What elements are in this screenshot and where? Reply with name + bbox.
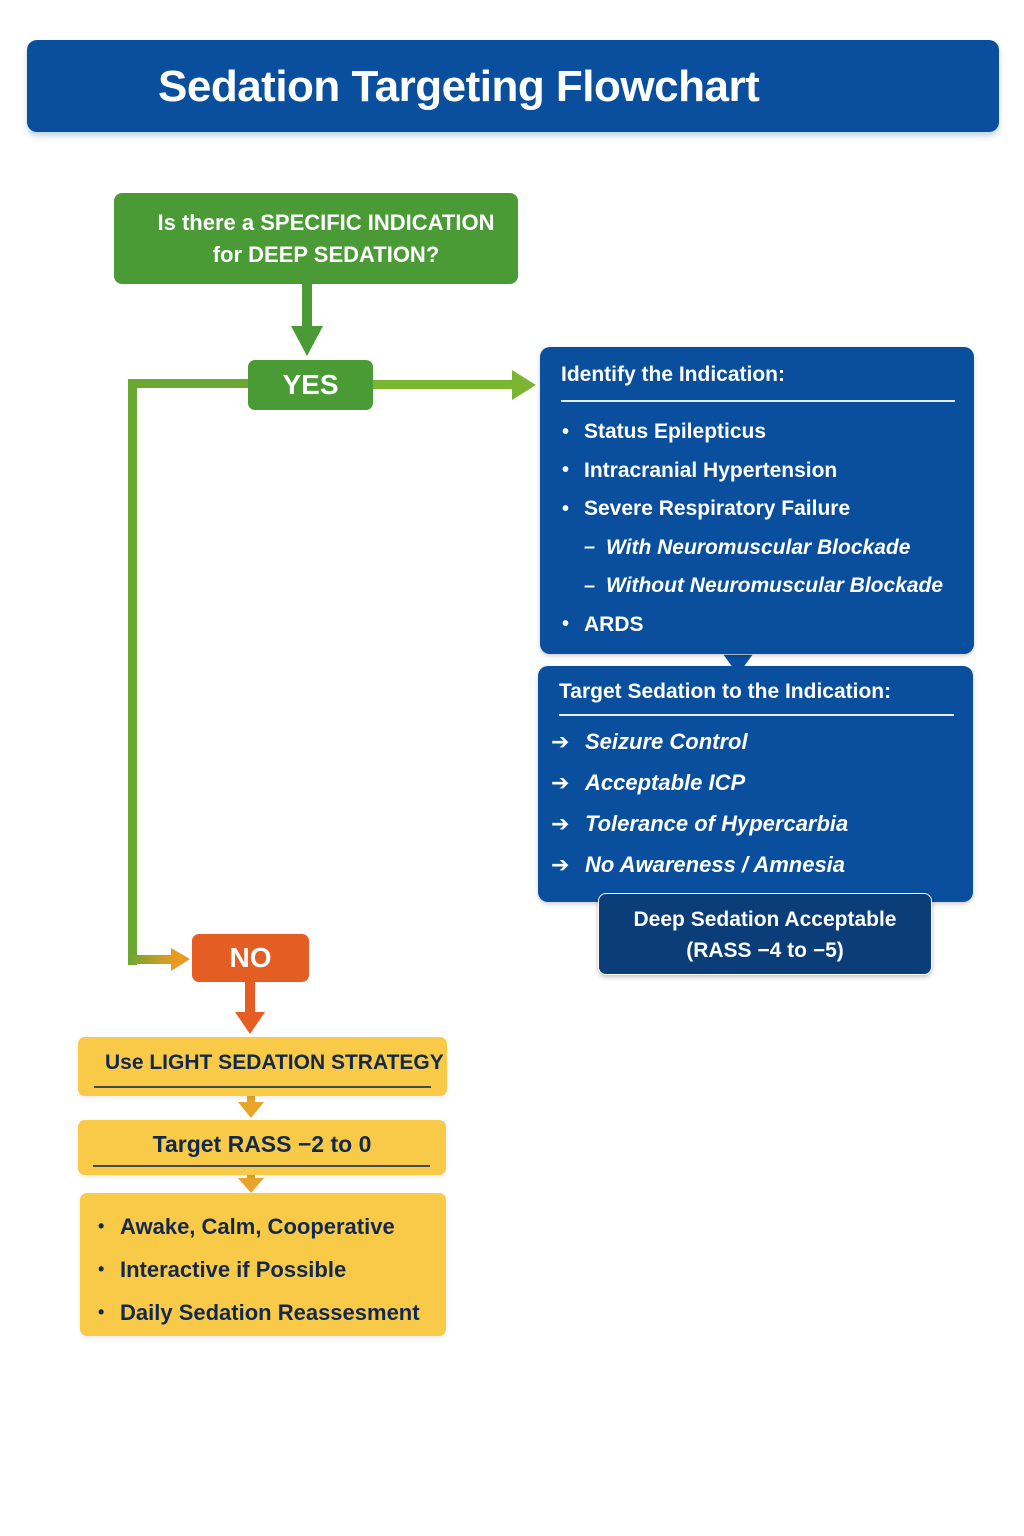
bullet-icon: • bbox=[98, 1216, 105, 1236]
arrow-rass-to-bullets bbox=[247, 1175, 255, 1181]
arrow-question-to-yes bbox=[302, 284, 312, 328]
target-sedation-box: Target Sedation to the Indication: ➔Seiz… bbox=[538, 666, 973, 902]
target-item: ➔Seizure Control bbox=[551, 728, 748, 754]
bullet-icon: • bbox=[98, 1302, 105, 1322]
arrow-right-icon: ➔ bbox=[551, 851, 570, 877]
target-list: ➔Seizure Control ➔Acceptable ICP ➔Tolera… bbox=[551, 721, 848, 885]
bullet-icon: • bbox=[562, 613, 570, 636]
deep-sedation-box: Deep Sedation Acceptable (RASS −4 to −5) bbox=[598, 893, 932, 975]
goal-item: •Interactive if Possible bbox=[98, 1256, 347, 1282]
light-goals-box: •Awake, Calm, Cooperative •Interactive i… bbox=[80, 1193, 446, 1336]
target-rass-box: Target RASS −2 to 0 bbox=[78, 1120, 446, 1175]
indication-subitem: –Without Neuromuscular Blockade bbox=[584, 574, 944, 598]
identify-divider bbox=[561, 400, 955, 402]
light-goals-list: •Awake, Calm, Cooperative •Interactive i… bbox=[98, 1205, 420, 1334]
bullet-icon: • bbox=[562, 459, 570, 482]
question-box: Is there a SPECIFIC INDICATION for DEEP … bbox=[114, 193, 518, 284]
arrow-no-to-light-head bbox=[235, 1012, 265, 1034]
light-strategy-label: Use LIGHT SEDATION STRATEGY bbox=[105, 1051, 444, 1074]
loop-bottom bbox=[128, 955, 173, 964]
arrow-right-icon: ➔ bbox=[551, 810, 570, 836]
bullet-icon: • bbox=[98, 1259, 105, 1279]
goal-item: •Awake, Calm, Cooperative bbox=[98, 1213, 395, 1239]
no-node: NO bbox=[192, 934, 309, 982]
indication-item: •Intracranial Hypertension bbox=[562, 458, 838, 482]
target-item: ➔Tolerance of Hypercarbia bbox=[551, 810, 849, 836]
deep-line-1: Deep Sedation Acceptable bbox=[633, 908, 897, 931]
arrow-rass-to-bullets-head bbox=[238, 1178, 264, 1193]
indication-item: •ARDS bbox=[562, 612, 644, 636]
target-heading: Target Sedation to the Indication: bbox=[559, 680, 892, 703]
arrow-light-to-rass bbox=[247, 1096, 255, 1104]
dash-icon: – bbox=[584, 574, 596, 597]
dash-icon: – bbox=[584, 536, 596, 559]
identify-heading: Identify the Indication: bbox=[561, 363, 785, 386]
loop-vertical bbox=[128, 379, 137, 965]
loop-top bbox=[128, 379, 249, 388]
goal-item: •Daily Sedation Reassesment bbox=[98, 1299, 420, 1325]
question-line-2: for DEEP SEDATION? bbox=[212, 242, 440, 267]
light-strategy-box: Use LIGHT SEDATION STRATEGY bbox=[78, 1037, 447, 1096]
bullet-icon: • bbox=[562, 497, 570, 520]
question-line-1: Is there a SPECIFIC INDICATION bbox=[157, 210, 495, 235]
arrow-right-icon: ➔ bbox=[551, 728, 570, 754]
arrow-yes-to-identify-head bbox=[512, 370, 536, 400]
arrow-no-to-light bbox=[245, 982, 255, 1014]
indication-subitem: –With Neuromuscular Blockade bbox=[584, 535, 911, 559]
yes-node: YES bbox=[248, 360, 373, 410]
identify-indication-box: Identify the Indication: •Status Epilept… bbox=[540, 347, 974, 654]
arrow-question-to-yes-head bbox=[291, 326, 323, 356]
target-rass-label: Target RASS −2 to 0 bbox=[152, 1131, 372, 1157]
indication-list: •Status Epilepticus •Intracranial Hypert… bbox=[562, 413, 943, 644]
indication-item: •Severe Respiratory Failure bbox=[562, 497, 851, 521]
page-title: Sedation Targeting Flowchart bbox=[158, 62, 760, 111]
title-bar bbox=[27, 40, 999, 132]
target-rass-divider bbox=[93, 1165, 430, 1167]
target-divider bbox=[559, 714, 954, 716]
arrow-yes-to-identify bbox=[373, 380, 515, 389]
arrow-to-no-head bbox=[171, 948, 190, 971]
target-item: ➔No Awareness / Amnesia bbox=[551, 851, 846, 877]
arrow-right-icon: ➔ bbox=[551, 769, 570, 795]
indication-item: •Status Epilepticus bbox=[562, 420, 767, 444]
light-strategy-divider bbox=[94, 1086, 431, 1088]
deep-line-2: (RASS −4 to −5) bbox=[686, 939, 844, 962]
bullet-icon: • bbox=[562, 420, 570, 443]
arrow-light-to-rass-head bbox=[238, 1102, 264, 1118]
target-item: ➔Acceptable ICP bbox=[551, 769, 746, 795]
